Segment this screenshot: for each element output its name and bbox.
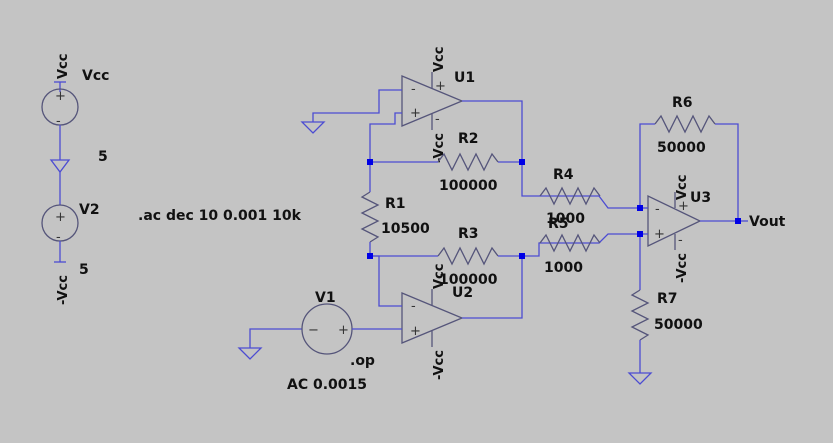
net-label-u1-vcc: Vcc	[432, 47, 447, 72]
junction-dot	[519, 253, 525, 259]
ref-label-r5: R5	[548, 216, 569, 232]
junction-dot	[637, 231, 643, 237]
ref-label-u3: U3	[690, 190, 711, 206]
op-directive: .op	[350, 353, 375, 369]
source-v1[interactable]: − + V1 .op AC 0.0015	[237, 290, 402, 393]
resistor-zigzag-r2	[437, 152, 499, 172]
opamp-u1[interactable]: - + + - Vcc -Vcc U1	[401, 47, 475, 163]
net-label-u2-vcc: Vcc	[432, 264, 447, 289]
net-label-vout: Vout	[749, 214, 786, 230]
junction-dot	[735, 218, 741, 224]
resistor-r5[interactable]: R5 1000	[539, 216, 601, 276]
resistor-r6[interactable]: R6 50000	[654, 95, 716, 156]
resistor-zigzag-r4	[539, 186, 601, 206]
net-label-u1-neg-vcc: -Vcc	[432, 133, 447, 163]
junction-dot	[637, 205, 643, 211]
net-label-u3-vcc: Vcc	[675, 175, 690, 200]
noninverting-sign: -	[411, 82, 416, 97]
value-label-r6: 50000	[657, 140, 706, 156]
inverting-sign: -	[411, 299, 416, 314]
resistor-zigzag-r3	[437, 246, 499, 266]
ref-label-v2: V2	[79, 202, 100, 218]
net-label-vcc-top: Vcc	[56, 54, 71, 79]
plus-sign: +	[55, 89, 66, 104]
resistor-zigzag-r6	[654, 114, 716, 134]
value-label-r3: 100000	[439, 272, 498, 288]
ground-between-supplies	[49, 159, 71, 205]
value-label-r7: 50000	[654, 317, 703, 333]
opamp-u2[interactable]: - + Vcc -Vcc U2	[401, 264, 473, 380]
value-label-r2: 100000	[439, 178, 498, 194]
resistor-r3[interactable]: R3 100000	[370, 226, 522, 288]
supply-vcc[interactable]: Vcc + - Vcc 5	[41, 54, 109, 165]
supply-plus-sign: +	[678, 199, 689, 214]
junction-dot	[367, 159, 373, 165]
ref-label-r7: R7	[657, 291, 678, 307]
minus-sign: -	[56, 230, 61, 245]
net-label-u2-neg-vcc: -Vcc	[432, 350, 447, 380]
resistor-zigzag-r1	[360, 191, 380, 243]
ref-label-u1: U1	[454, 70, 475, 86]
junction-dot	[367, 253, 373, 259]
ref-label-u2: U2	[452, 285, 473, 301]
value-label-v1: AC 0.0015	[287, 377, 367, 393]
resistor-r7[interactable]: R7 50000	[627, 234, 703, 385]
resistor-r2[interactable]: R2 100000	[437, 131, 499, 194]
supply-minus-sign: -	[435, 112, 440, 127]
supply-minus-sign: -	[678, 233, 683, 248]
inverting-sign: -	[655, 202, 660, 217]
ref-label-r4: R4	[553, 167, 574, 183]
source-minus-sign: −	[308, 323, 319, 338]
value-label-v2: 5	[79, 262, 89, 278]
opamp-triangle-u2	[401, 292, 464, 344]
opamp-u3[interactable]: - + + - Vcc -Vcc U3	[647, 175, 711, 283]
ref-label-vcc: Vcc	[82, 68, 109, 84]
value-label-vcc: 5	[98, 149, 108, 165]
inverting-sign: +	[410, 106, 421, 121]
value-label-r5: 1000	[544, 260, 583, 276]
ref-label-v1: V1	[315, 290, 336, 306]
resistor-r4[interactable]: R4 1000	[539, 167, 601, 227]
net-label-neg-vcc: -Vcc	[56, 275, 71, 305]
ground-r7	[627, 372, 653, 385]
ref-label-r6: R6	[672, 95, 693, 111]
ref-label-r1: R1	[385, 196, 406, 212]
net-label-u3-neg-vcc: -Vcc	[675, 253, 690, 283]
ac-directive[interactable]: .ac dec 10 0.001 10k	[138, 208, 302, 224]
opamp-triangle-u3	[647, 194, 702, 248]
opamp-triangle-u1	[401, 75, 464, 127]
noninverting-sign: +	[410, 324, 421, 339]
value-label-r4: 1000	[546, 211, 585, 227]
source-plus-sign: +	[338, 323, 349, 338]
resistor-zigzag-r7	[630, 289, 650, 341]
value-label-r1: 10500	[381, 221, 430, 237]
supply-plus-sign: +	[435, 79, 446, 94]
noninverting-sign: +	[654, 227, 665, 242]
plus-sign: +	[55, 210, 66, 225]
ref-label-r2: R2	[458, 131, 479, 147]
junction-dot	[519, 159, 525, 165]
supply-v2[interactable]: + - -Vcc V2 5	[41, 202, 100, 305]
ref-label-r3: R3	[458, 226, 479, 242]
resistor-zigzag-r5	[539, 233, 601, 253]
resistor-r1[interactable]: R1 10500	[360, 162, 430, 256]
minus-sign: -	[56, 114, 61, 129]
